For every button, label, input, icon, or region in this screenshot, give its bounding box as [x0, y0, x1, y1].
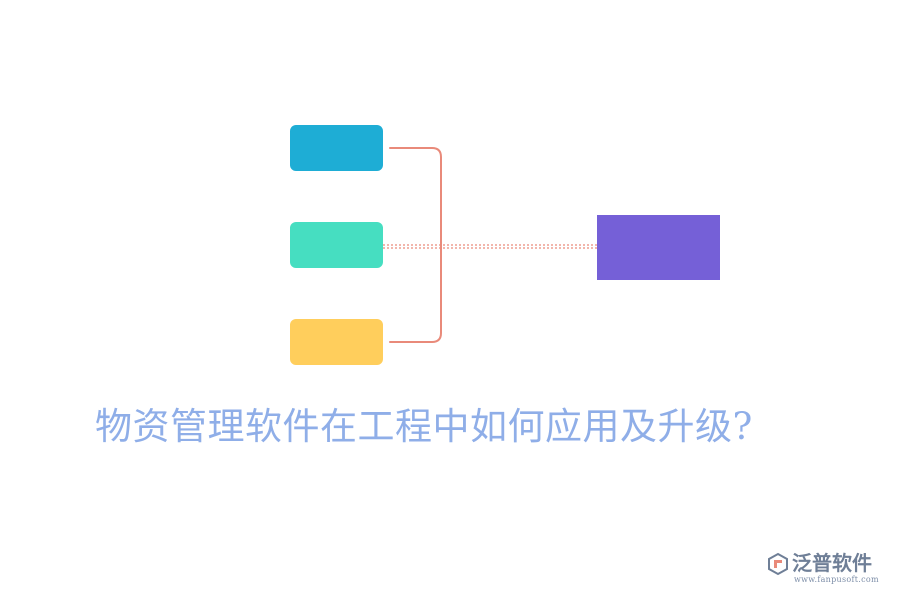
node-top [290, 125, 383, 171]
brand-watermark: 泛普软件 www.fanpusoft.com [766, 550, 884, 588]
node-middle [290, 222, 383, 268]
fanpu-logo-icon [768, 552, 788, 576]
page-title: 物资管理软件在工程中如何应用及升级? [95, 405, 753, 448]
brand-url: www.fanpusoft.com [794, 575, 879, 584]
node-target [597, 215, 720, 280]
node-bottom [290, 319, 383, 365]
brand-name: 泛普软件 [792, 551, 872, 575]
